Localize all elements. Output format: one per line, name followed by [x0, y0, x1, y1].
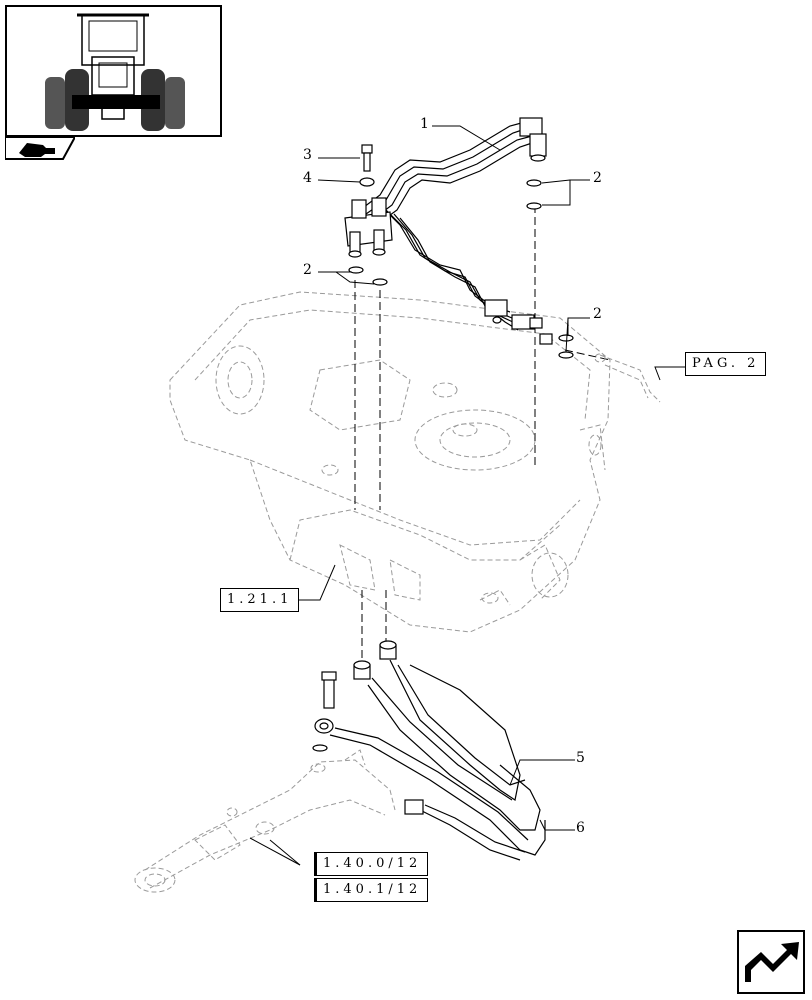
alignment-lines [354, 205, 611, 665]
o-rings [348, 179, 574, 359]
rigid-pipe-assembly [344, 117, 553, 345]
callout-5: 5 [576, 750, 585, 766]
reference-box-1-40-0[interactable]: 1.40.0/12 [314, 852, 429, 876]
assembly-group-icon [4, 136, 77, 161]
callout-4: 4 [303, 170, 312, 186]
page-reference-box[interactable]: PAG. 2 [685, 352, 767, 376]
frame-reference-box[interactable]: 1.21.1 [220, 588, 300, 612]
callout-6: 6 [576, 820, 585, 836]
reference-box-1-40-1[interactable]: 1.40.1/12 [314, 878, 429, 902]
washer-part [359, 177, 375, 187]
callout-2a: 2 [593, 170, 602, 186]
callout-3: 3 [303, 147, 312, 163]
callout-2c: 2 [593, 306, 602, 322]
hose-fittings [312, 640, 424, 815]
front-axle-ghost [134, 749, 396, 893]
next-page-arrow-icon[interactable] [737, 930, 805, 994]
callout-1: 1 [420, 116, 429, 132]
adjacent-pipe-ghost [594, 353, 661, 403]
locator-thumbnail [5, 5, 222, 137]
flexible-hoses [329, 659, 546, 861]
bolt-part [361, 144, 373, 172]
callout-2b: 2 [303, 262, 312, 278]
tractor-front-view-icon [45, 13, 185, 131]
